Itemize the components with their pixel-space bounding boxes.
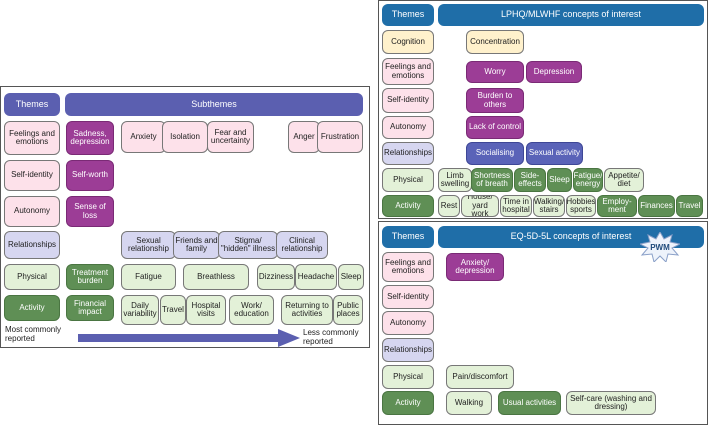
eq5d-walking: Walking <box>446 391 492 415</box>
left-theme-relationships: Relationships <box>4 231 60 259</box>
left-theme-feelings: Feelings and emotions <box>4 121 60 155</box>
eq5d-usual-activities: Usual activities <box>498 391 561 415</box>
concept-sexual-activity: Sexual activity <box>526 142 583 165</box>
concept-limb-swelling: Limb swelling <box>438 168 472 192</box>
subtheme-breathless: Breathless <box>183 264 249 290</box>
concept-walking-stairs: Walking/ stairs <box>533 195 565 217</box>
eq5d-pain-discomfort: Pain/discomfort <box>446 365 514 389</box>
lphq-theme-physical: Physical <box>382 168 434 192</box>
concept-house-yard: House/ yard work <box>461 195 499 217</box>
subtheme-self-worth: Self-worth <box>66 160 114 191</box>
concept-burden: Burden to others <box>466 88 524 113</box>
subtheme-work-education: Work/ education <box>229 295 274 325</box>
subtheme-sense-of-loss: Sense of loss <box>66 196 114 227</box>
concept-lack-of-control: Lack of control <box>466 116 524 139</box>
subtheme-fatigue: Fatigue <box>121 264 176 290</box>
eq5d-concepts-header: EQ-5D-5L concepts of interest <box>438 226 704 248</box>
subtheme-public-places: Public places <box>333 295 363 325</box>
concept-concentration: Concentration <box>466 30 524 54</box>
left-theme-autonomy: Autonomy <box>4 196 60 227</box>
lphq-themes-header: Themes <box>382 4 434 26</box>
subtheme-friends-family: Friends and family <box>173 231 220 259</box>
eq5d-theme-autonomy: Autonomy <box>382 311 434 335</box>
concept-travel: Travel <box>676 195 703 217</box>
concept-employment: Employ- ment <box>597 195 637 217</box>
concept-side-effects: Side-effects <box>514 168 546 192</box>
eq5d-theme-relationships: Relationships <box>382 338 434 362</box>
subtheme-hospital-visits: Hospital visits <box>186 295 226 325</box>
concept-appetite: Appetite/ diet <box>604 168 644 192</box>
concept-shortness-of-breath: Shortness of breath <box>471 168 513 192</box>
concept-worry: Worry <box>466 61 524 83</box>
pwm-badge-label: PWM <box>650 243 670 252</box>
subtheme-fear: Fear and uncertainty <box>207 121 254 153</box>
lphq-theme-cognition: Cognition <box>382 30 434 54</box>
eq5d-theme-activity: Activity <box>382 391 434 415</box>
concept-depression: Depression <box>526 61 582 83</box>
lphq-concepts-header: LPHQ/MLWHF concepts of interest <box>438 4 704 26</box>
concept-hobbies-sports: Hobbies sports <box>566 195 596 217</box>
concept-sleep: Sleep <box>547 168 572 192</box>
eq5d-themes-header: Themes <box>382 226 434 248</box>
concept-finances: Finances <box>638 195 675 217</box>
subtheme-treatment-burden: Treatment burden <box>66 264 114 290</box>
frequency-arrow <box>78 329 300 347</box>
lphq-theme-activity: Activity <box>382 195 434 217</box>
subtheme-travel: Travel <box>160 295 186 325</box>
subtheme-dizziness: Dizziness <box>257 264 295 290</box>
lphq-theme-feelings: Feelings and emotions <box>382 58 434 85</box>
left-theme-activity: Activity <box>4 295 60 321</box>
lphq-theme-relationships: Relationships <box>382 142 434 165</box>
eq5d-theme-physical: Physical <box>382 365 434 389</box>
subtheme-headache: Headache <box>295 264 337 290</box>
left-themes-header: Themes <box>4 93 60 116</box>
most-common-label: Most commonly reported <box>5 325 62 344</box>
left-theme-self-identity: Self-identity <box>4 160 60 191</box>
subtheme-clinical-relationship: Clinical relationship <box>276 231 328 259</box>
concept-time-in-hospital: Time in hospital <box>500 195 532 217</box>
concept-socialising: Socialising <box>466 142 524 165</box>
subtheme-frustration: Frustration <box>317 121 363 153</box>
lphq-theme-self-identity: Self-identity <box>382 88 434 113</box>
subtheme-returning: Returning to activities <box>281 295 333 325</box>
concept-fatigue-energy: Fatigue/ energy <box>573 168 603 192</box>
less-common-label: Less commonly reported <box>303 328 359 347</box>
subtheme-stigma: Stigma/ "hidden" illness <box>218 231 278 259</box>
pwm-badge: PWM <box>640 232 680 262</box>
subtheme-anxiety: Anxiety <box>121 121 166 153</box>
subtheme-anger: Anger <box>288 121 320 153</box>
subtheme-sleep: Sleep <box>338 264 364 290</box>
eq5d-anxiety-depression: Anxiety/ depression <box>446 253 504 281</box>
left-subthemes-header: Subthemes <box>65 93 363 116</box>
subtheme-daily-variability: Daily variability <box>121 295 159 325</box>
eq5d-self-care: Self-care (washing and dressing) <box>566 391 656 415</box>
eq5d-theme-self-identity: Self-identity <box>382 285 434 309</box>
lphq-theme-autonomy: Autonomy <box>382 116 434 139</box>
subtheme-financial-impact: Financial impact <box>66 295 114 321</box>
subtheme-sadness: Sadness, depression <box>66 121 114 155</box>
subtheme-isolation: Isolation <box>162 121 208 153</box>
eq5d-theme-feelings: Feelings and emotions <box>382 252 434 282</box>
subtheme-sexual-relationship: Sexual relationship <box>121 231 176 259</box>
concept-rest: Rest <box>438 195 460 217</box>
left-theme-physical: Physical <box>4 264 60 290</box>
